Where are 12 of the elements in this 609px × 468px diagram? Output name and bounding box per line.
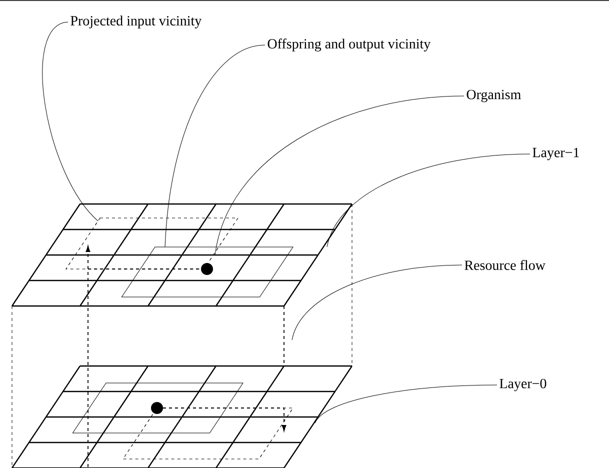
- leader-line: [42, 22, 98, 222]
- callout-label: Projected input vicinity: [70, 16, 202, 28]
- callout-label: Layer−0: [500, 378, 546, 392]
- leader-line: [292, 264, 462, 340]
- leader-line: [214, 96, 464, 256]
- leader-line: [164, 44, 266, 248]
- callout-label: Organism: [466, 90, 521, 102]
- callout-label: Resource flow: [464, 260, 546, 270]
- callout-label: Layer−1: [532, 148, 579, 160]
- leader-line: [314, 384, 498, 424]
- leader-line: [326, 154, 530, 248]
- callout-label: Offspring and output vicinity: [268, 38, 431, 52]
